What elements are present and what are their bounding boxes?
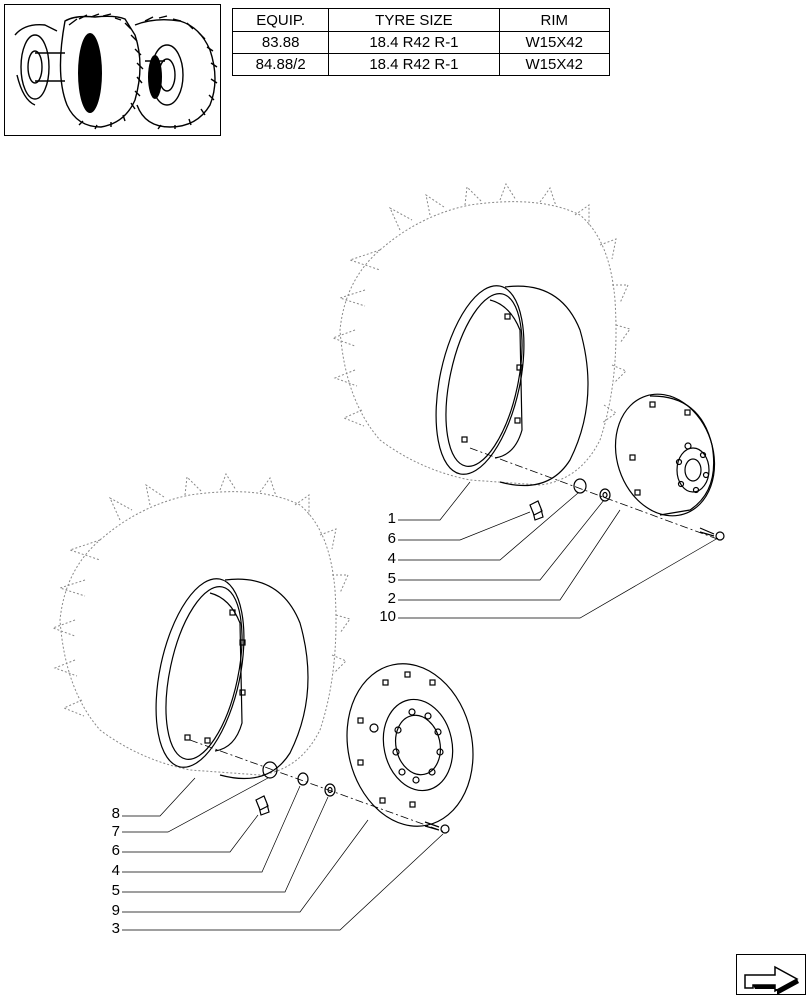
lower-small-parts bbox=[255, 761, 450, 834]
callout-upper-2: 2 bbox=[387, 590, 396, 607]
cell-tyre-size: 18.4 R42 R-1 bbox=[328, 53, 500, 76]
upper-leader-lines bbox=[398, 481, 719, 619]
callout-upper-4: 4 bbox=[387, 550, 396, 567]
upper-small-parts bbox=[529, 478, 725, 541]
lower-axis-line bbox=[189, 739, 446, 833]
tractor-dual-wheel-thumbnail-icon bbox=[14, 13, 218, 130]
table-row: 84.88/2 18.4 R42 R-1 W15X42 bbox=[231, 53, 611, 76]
callout-lower-5: 5 bbox=[111, 882, 120, 899]
callout-lower-7: 7 bbox=[111, 823, 120, 840]
callout-upper-5: 5 bbox=[387, 570, 396, 587]
callout-lower-9: 9 bbox=[111, 902, 120, 919]
callout-lower-4: 4 bbox=[111, 862, 120, 879]
callout-lower-6: 6 bbox=[111, 842, 120, 859]
upper-axis-line bbox=[469, 447, 721, 541]
callout-upper-10: 10 bbox=[379, 608, 396, 625]
tractor-thumbnail bbox=[4, 4, 221, 136]
callout-lower-3: 3 bbox=[111, 920, 120, 937]
next-page-button[interactable] bbox=[736, 954, 806, 995]
lower-wheel-disc bbox=[346, 663, 474, 827]
cell-rim: W15X42 bbox=[498, 53, 611, 76]
lower-leader-lines bbox=[122, 777, 444, 931]
upper-rim bbox=[435, 285, 589, 487]
upper-tyre-outline bbox=[331, 182, 631, 486]
header-equip: EQUIP. bbox=[231, 8, 330, 32]
upper-wheel-disc bbox=[614, 393, 716, 517]
next-page-arrow-icon bbox=[744, 965, 799, 995]
header-tyre-size: TYRE SIZE bbox=[328, 8, 500, 32]
callout-lower-8: 8 bbox=[111, 805, 120, 822]
lower-rim bbox=[155, 578, 309, 780]
tyre-spec-table: EQUIP. TYRE SIZE RIM 83.88 18.4 R42 R-1 … bbox=[231, 8, 611, 76]
callout-upper-1: 1 bbox=[387, 510, 396, 527]
lower-tyre-outline bbox=[51, 472, 351, 776]
cell-equip: 84.88/2 bbox=[231, 53, 330, 76]
callout-upper-6: 6 bbox=[387, 530, 396, 547]
cell-rim: W15X42 bbox=[498, 31, 611, 54]
